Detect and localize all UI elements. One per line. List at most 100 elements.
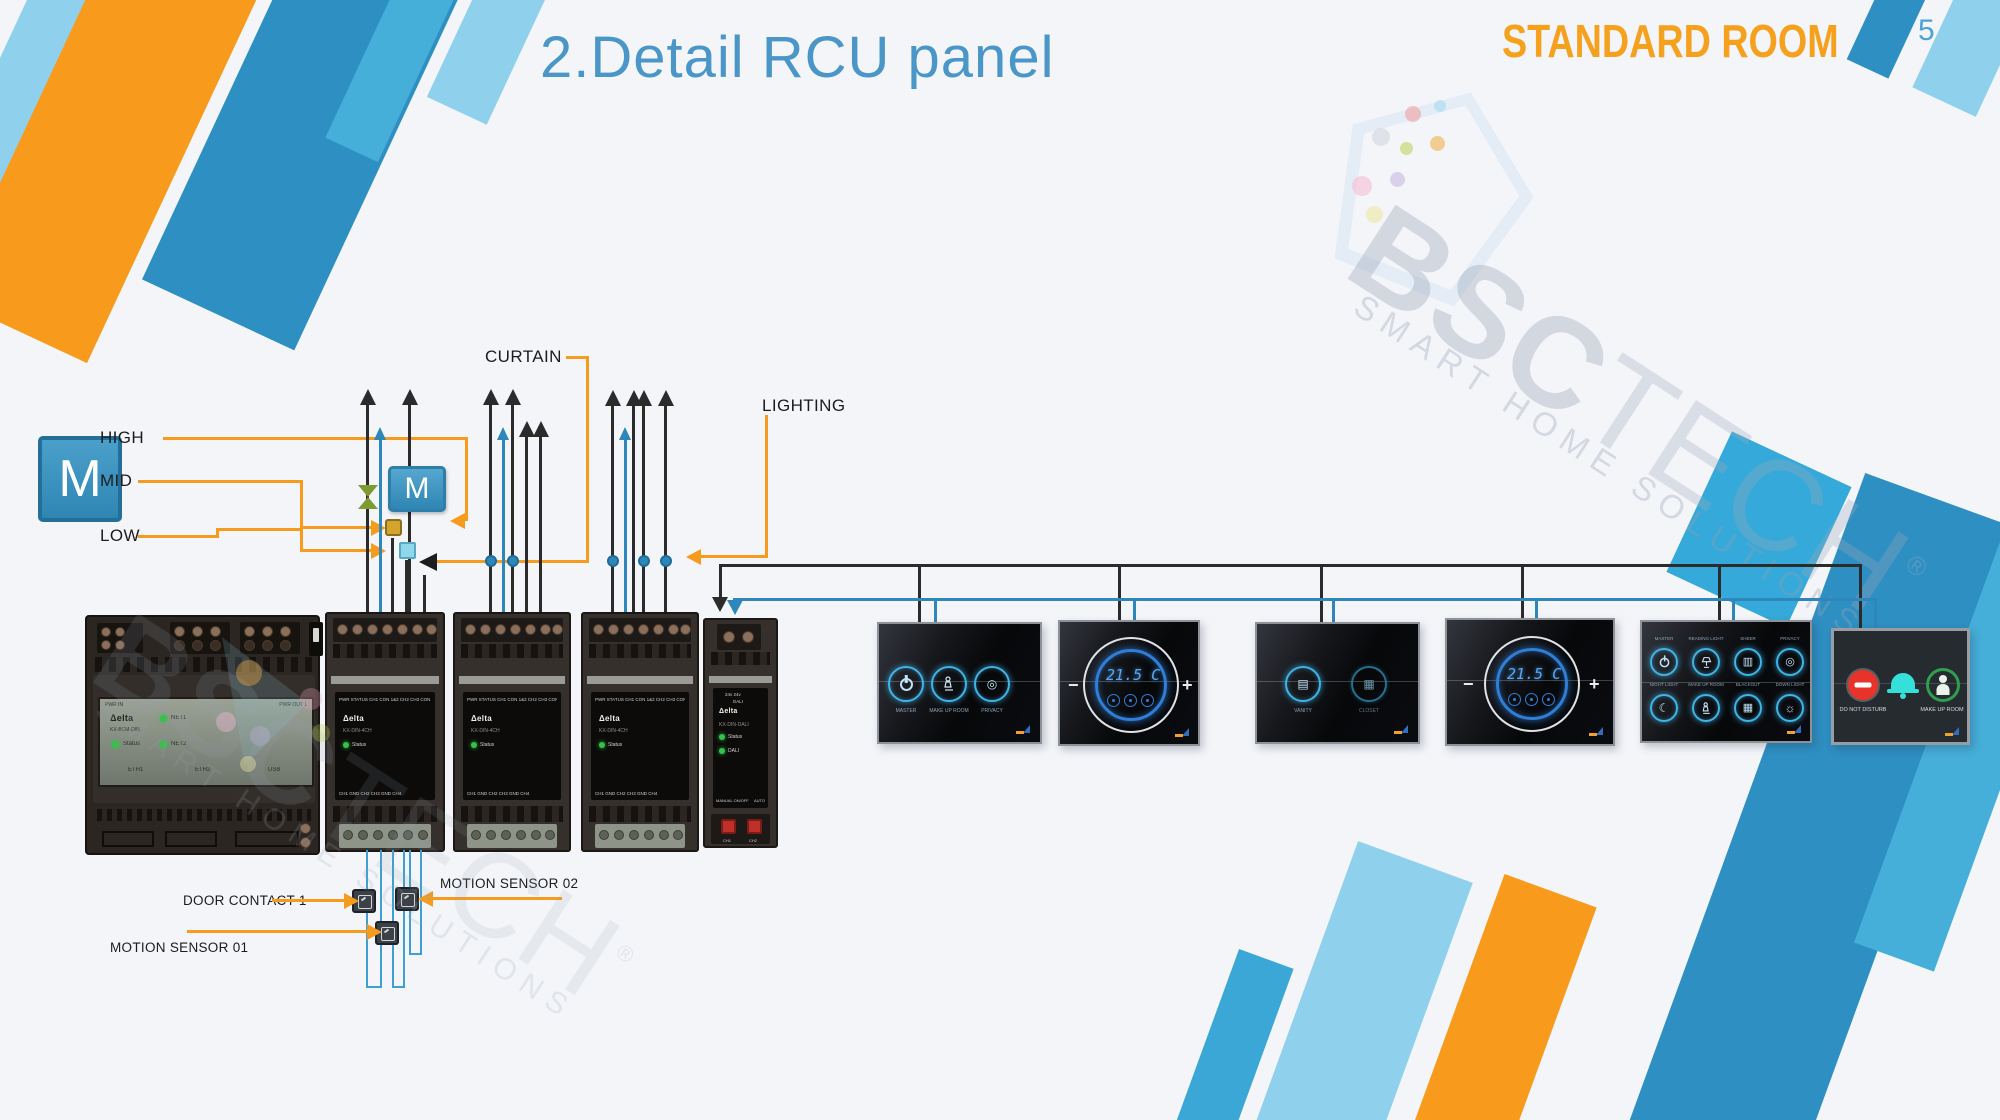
arrowhead <box>374 427 386 440</box>
wire-segment <box>163 437 467 440</box>
led-status <box>599 742 605 748</box>
doorbell-icon[interactable] <box>1887 673 1919 693</box>
temp-minus-button[interactable]: − <box>1068 675 1079 695</box>
ghost-logo-dot <box>1366 206 1383 223</box>
led-status-label: Status <box>728 734 743 740</box>
fan-motor-label: M <box>58 450 102 508</box>
screw <box>300 823 311 834</box>
arrowhead <box>727 600 743 615</box>
fan-button[interactable] <box>1141 694 1154 707</box>
dali-ch1-button[interactable] <box>721 819 736 834</box>
port-usb-label: USB <box>268 767 281 773</box>
wire-segment <box>624 440 627 612</box>
brand-label: Δelta <box>471 714 493 723</box>
wire-clamp <box>102 831 154 847</box>
scene-button-label: SHEER <box>1740 636 1756 641</box>
scene-button-make-up-room[interactable] <box>931 666 967 702</box>
power-button[interactable] <box>1124 694 1137 707</box>
scene-button-privacy[interactable]: ◎ <box>1776 648 1804 676</box>
arrowhead <box>605 390 621 406</box>
timer-button[interactable] <box>1508 693 1521 706</box>
bus-junction-dot <box>638 555 650 567</box>
vent-slots <box>97 809 311 821</box>
timer-button[interactable] <box>1107 694 1120 707</box>
curtain-arrow-icon <box>419 553 437 571</box>
thermostat-dial[interactable] <box>1496 648 1568 720</box>
valve-icon <box>358 485 378 497</box>
arrowhead <box>450 513 465 529</box>
model-label: KX-DIN-DALI <box>719 722 749 728</box>
ghost-logo-dot <box>216 712 236 732</box>
arrowhead <box>402 389 418 405</box>
thermostat-dial[interactable] <box>1095 649 1167 721</box>
bus-drop <box>1859 564 1862 640</box>
arrowhead <box>533 421 549 437</box>
bus-drop <box>918 564 921 622</box>
brand-logo <box>1016 725 1030 734</box>
bus-wire-black <box>719 564 1862 567</box>
temp-plus-button[interactable]: + <box>1182 675 1193 695</box>
scene-button-vanity[interactable]: ▤ <box>1285 666 1321 702</box>
arrowhead <box>505 389 521 405</box>
page-title: 2.Detail RCU panel <box>540 25 1055 90</box>
scene-button-master[interactable] <box>1650 648 1678 676</box>
scene-button-privacy[interactable]: ◎ <box>974 666 1010 702</box>
dali-ch2-button[interactable] <box>747 819 762 834</box>
moon-icon: ☾ <box>1658 701 1670 715</box>
arrowhead <box>686 549 701 565</box>
wire-segment <box>379 440 382 612</box>
dali-module: 24v 24v DALI Δelta KX-DIN-DALI Status DA… <box>703 618 778 848</box>
room-type-label: STANDARD ROOM <box>1502 15 1839 67</box>
ghost-logo-dot <box>300 688 322 710</box>
temp-plus-button[interactable]: + <box>1589 674 1600 694</box>
port-eth2-label: ETH2 <box>195 767 211 773</box>
program-switch[interactable] <box>309 622 323 656</box>
scene-panel-8-button: MASTER READING LIGHT SHEER PRIVACY ▥ ◎ N… <box>1640 620 1812 743</box>
dnd-bar-icon <box>1854 682 1872 688</box>
temp-minus-button[interactable]: − <box>1463 674 1474 694</box>
bus-wire-black <box>719 565 722 598</box>
make-up-room-indicator[interactable] <box>1926 668 1960 702</box>
arrowhead <box>619 427 631 440</box>
terminal-block <box>97 623 143 653</box>
scene-button-night-light[interactable]: ☾ <box>1650 694 1678 722</box>
arrowhead <box>636 390 652 406</box>
mode-left-label: MANUAL ON/OFF <box>716 798 749 803</box>
brand-logo <box>1394 725 1408 734</box>
wire-segment <box>432 897 562 900</box>
brand-logo <box>1175 728 1189 737</box>
scene-button-closet[interactable]: ▦ <box>1351 666 1387 702</box>
arrowhead <box>712 597 728 612</box>
power-button[interactable] <box>1525 693 1538 706</box>
scene-button-label: DOWN LIGHT <box>1775 682 1805 687</box>
fan-button[interactable] <box>1542 693 1555 706</box>
ghost-logo-dot <box>240 756 256 772</box>
curtain-label: CURTAIN <box>485 347 562 366</box>
wire-segment <box>525 435 528 612</box>
relay-bottom-text: CH1 GND CH2 CH3 GND CH4 <box>467 791 530 796</box>
scene-button-down-light[interactable]: ☼ <box>1776 694 1804 722</box>
scene-button-reading-light[interactable] <box>1692 648 1720 676</box>
relay-top-text: PWR STATUS CH1 CON 1&2 CH2 CH3 CON 3&4 C… <box>339 697 431 702</box>
scene-button-sheer[interactable]: ▥ <box>1734 648 1762 676</box>
wire-clamp <box>235 831 299 847</box>
dnd-indicator[interactable] <box>1846 668 1880 702</box>
privacy-icon: ◎ <box>986 677 998 691</box>
scene-button-master[interactable] <box>888 666 924 702</box>
scene-button-label: PRIVACY <box>981 708 1003 714</box>
bus-drop <box>1718 564 1721 620</box>
led-status <box>112 741 119 748</box>
scene-button-label: MASTER <box>895 708 917 714</box>
wire-segment <box>586 356 589 563</box>
ghost-logo <box>1304 56 1562 319</box>
arrowhead <box>360 389 376 405</box>
scene-button-blackout[interactable]: ▦ <box>1734 694 1762 722</box>
arrowhead <box>658 390 674 406</box>
wire-segment <box>405 560 408 612</box>
blackout-curtain-icon: ▦ <box>1742 701 1754 714</box>
bus-drop <box>1133 598 1136 620</box>
fan-motor-box: M <box>38 436 122 522</box>
scene-button-make-up-room[interactable] <box>1692 694 1720 722</box>
screw <box>300 837 311 848</box>
